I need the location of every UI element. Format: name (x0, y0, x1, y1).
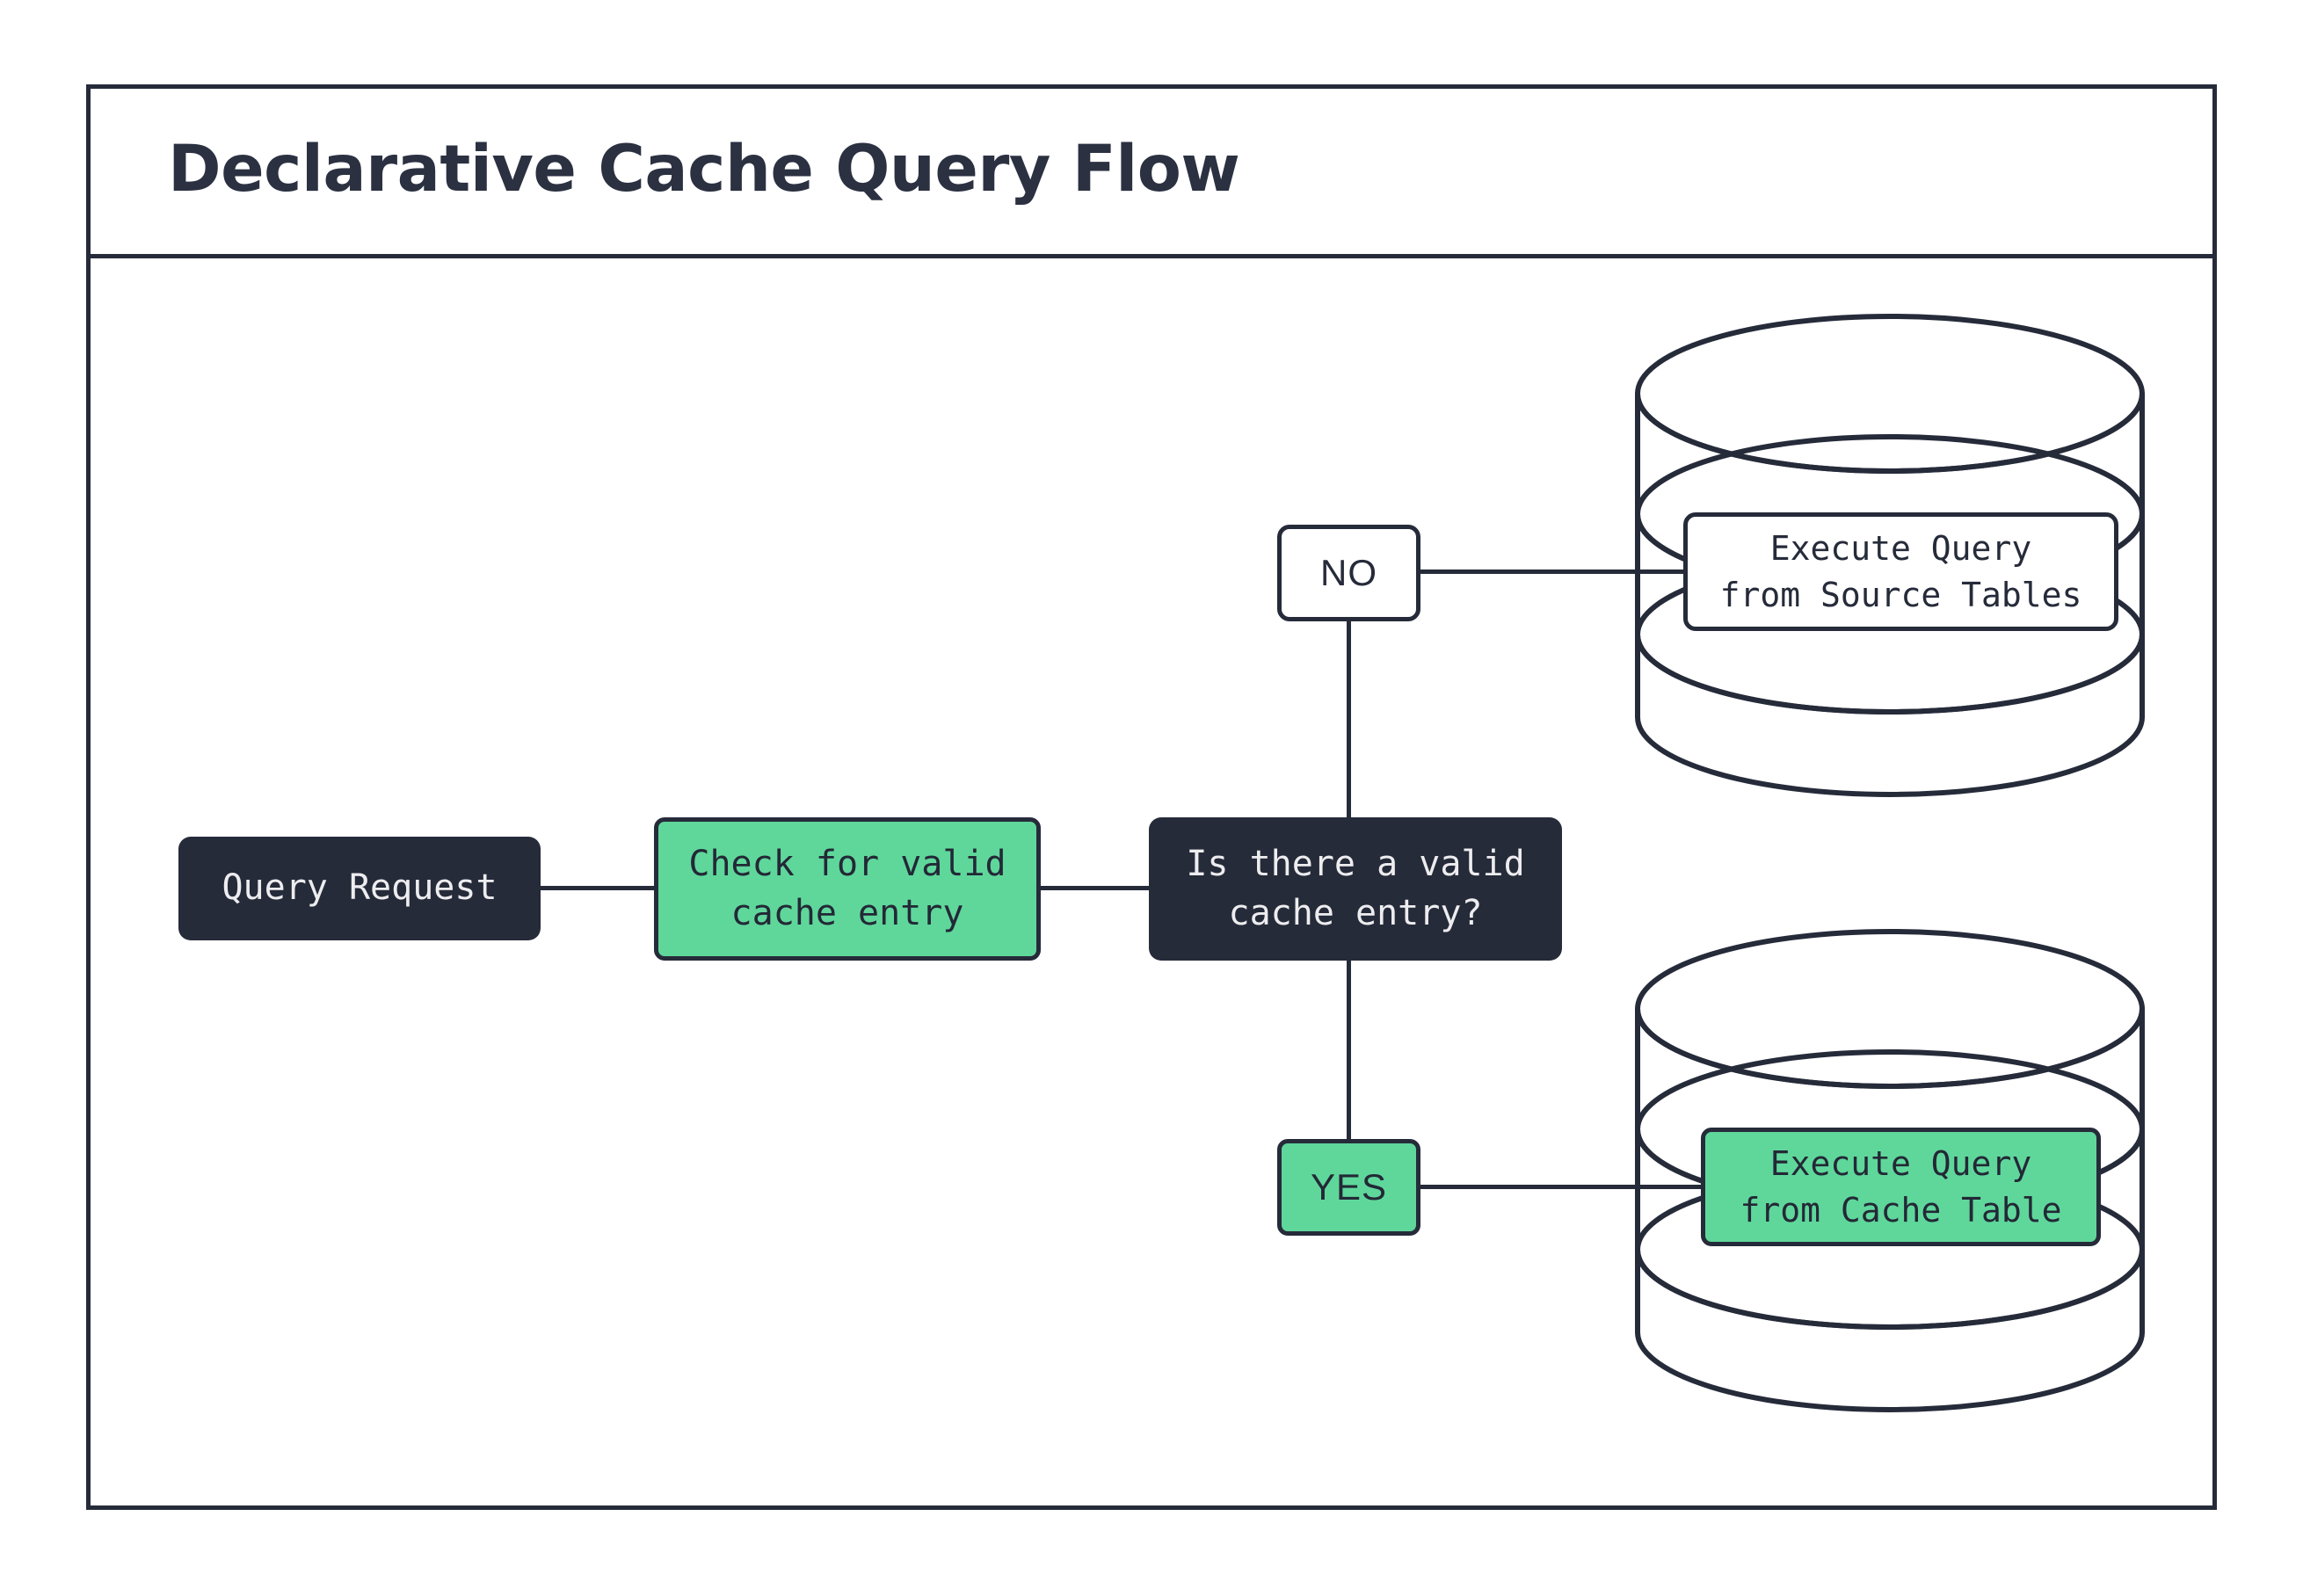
node-check-for-valid-cache-entry[interactable]: Check for valid cache entry (654, 817, 1041, 961)
edge-label-yes[interactable]: YES (1277, 1139, 1420, 1236)
edge-check-cache-to-decision (1041, 886, 1151, 890)
node-execute-query-from-source-tables[interactable]: Execute Query from Source Tables (1683, 512, 2118, 631)
edge-decision-to-yes (1347, 958, 1351, 1141)
node-execute-query-from-cache-table[interactable]: Execute Query from Cache Table (1701, 1128, 2101, 1246)
diagram-frame (86, 84, 2217, 1510)
node-query-request[interactable]: Query Request (178, 837, 541, 940)
edge-decision-to-no (1347, 620, 1351, 820)
edge-query-request-to-check-cache (541, 886, 656, 890)
cache-database-cylinder-icon (1631, 925, 2149, 1417)
edge-yes-to-cache-database (1419, 1185, 1718, 1189)
title-bar: Declarative Cache Query Flow (86, 84, 2217, 258)
page-title: Declarative Cache Query Flow (168, 132, 1240, 207)
edge-label-no[interactable]: NO (1277, 525, 1420, 621)
edge-no-to-source-database (1419, 569, 1718, 574)
node-decision-valid-cache-entry[interactable]: Is there a valid cache entry? (1149, 817, 1562, 961)
